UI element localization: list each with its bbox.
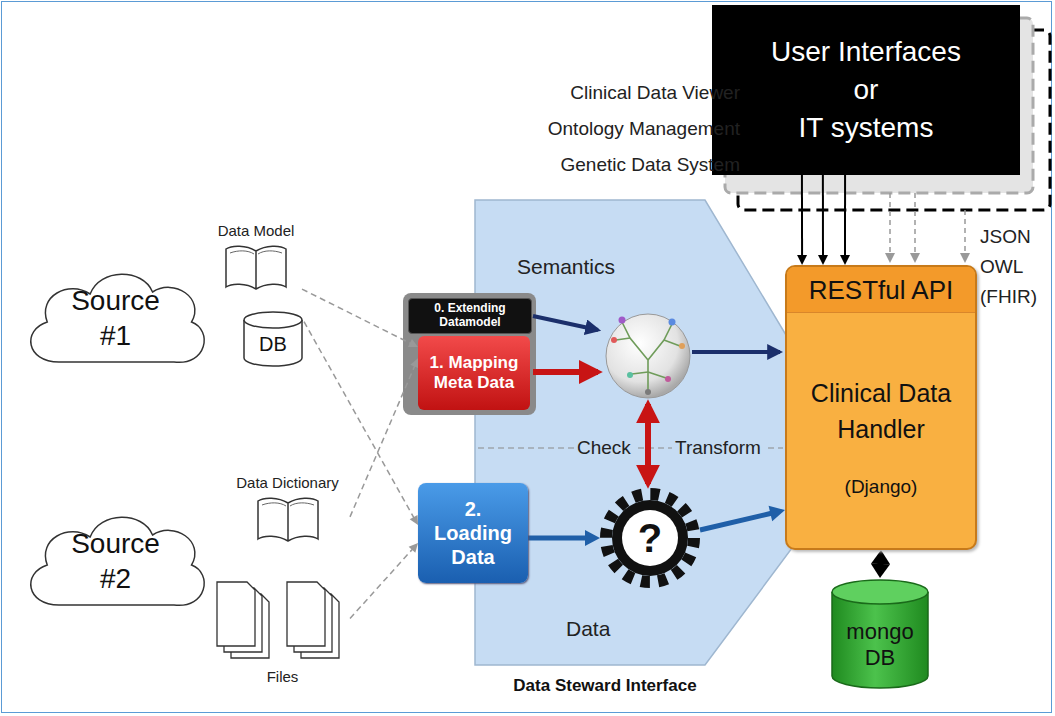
connector bbox=[304, 322, 418, 525]
connector-line bbox=[302, 289, 411, 343]
process-box: 2. Loading Data bbox=[418, 483, 528, 583]
text-label: Genetic Data System bbox=[560, 154, 740, 176]
node-text: or bbox=[854, 71, 879, 109]
node-text: Source #2 bbox=[66, 526, 166, 596]
system-box: User InterfacesorIT systems bbox=[712, 5, 1020, 175]
node-text: (Django) bbox=[787, 476, 975, 498]
arrow-head bbox=[410, 515, 418, 525]
connector-line bbox=[801, 175, 803, 256]
node-text: Clinical Data Handler bbox=[795, 375, 967, 448]
text-label: OWL bbox=[980, 256, 1023, 278]
node-text: Source #1 bbox=[66, 283, 166, 353]
node-text: User Interfaces bbox=[771, 33, 961, 71]
connector bbox=[350, 543, 418, 619]
connector-line bbox=[877, 563, 883, 565]
arrow-head bbox=[409, 543, 418, 553]
node-text: ? bbox=[638, 516, 662, 561]
node-shape bbox=[215, 580, 350, 664]
node-text: mongo DB bbox=[840, 619, 920, 672]
connector bbox=[302, 289, 418, 347]
node-shape bbox=[18, 262, 213, 374]
node-text: 0. Extending Datamodel bbox=[413, 302, 527, 330]
file-stack: Files bbox=[215, 580, 350, 690]
arrow-head bbox=[840, 255, 850, 265]
document-book: Data Dictionary bbox=[225, 474, 350, 552]
connector bbox=[840, 175, 850, 265]
connector-line bbox=[844, 175, 846, 256]
connector-line bbox=[350, 366, 415, 517]
connector-line bbox=[528, 536, 586, 541]
connector bbox=[350, 358, 419, 517]
text-label: JSON bbox=[980, 226, 1031, 248]
node-text: Data Steward Interface bbox=[470, 676, 740, 696]
connector-line bbox=[700, 513, 771, 530]
cloud-source: Source #2 bbox=[18, 505, 213, 617]
connector-line bbox=[304, 322, 414, 518]
node-text: 2. Loading Data bbox=[426, 497, 520, 569]
arrow-head bbox=[818, 255, 828, 265]
text-label: (FHIR) bbox=[980, 286, 1037, 308]
node-shape bbox=[256, 495, 320, 543]
node-text: RESTful API bbox=[787, 267, 975, 313]
text-label: Semantics bbox=[517, 255, 615, 279]
connector bbox=[528, 530, 600, 546]
text-label: Clinical Data Viewer bbox=[570, 82, 740, 104]
connector-line bbox=[822, 175, 824, 256]
connector bbox=[797, 175, 807, 265]
cloud-source: Source #1 bbox=[18, 262, 213, 374]
connector-line bbox=[350, 549, 413, 619]
text-label: Ontology Management bbox=[548, 118, 740, 140]
text-label: Transform bbox=[672, 437, 764, 459]
handler-box: RESTful API Clinical Data Handler (Django) bbox=[785, 265, 977, 550]
node-text: DB bbox=[259, 333, 287, 356]
arrow-head bbox=[797, 255, 807, 265]
node-shape bbox=[224, 243, 288, 291]
node-text: 1. Mapping Meta Data bbox=[428, 353, 520, 394]
database-cylinder: DB bbox=[242, 310, 304, 368]
arrow-head bbox=[871, 564, 890, 578]
process-box: 0. Extending Datamodel bbox=[408, 298, 532, 334]
transform-gear: ? bbox=[600, 488, 700, 588]
connector bbox=[871, 550, 890, 578]
arrow-head bbox=[585, 530, 600, 546]
arrow-head bbox=[410, 358, 418, 368]
node-text: Files bbox=[215, 668, 350, 685]
text-label: Check bbox=[574, 437, 634, 459]
process-box: 1. Mapping Meta Data bbox=[418, 336, 530, 410]
arrow-head bbox=[408, 339, 418, 347]
arrow-head bbox=[871, 550, 890, 564]
connector bbox=[818, 175, 828, 265]
database-cylinder: mongo DB bbox=[830, 578, 930, 690]
arrow-head bbox=[769, 506, 785, 522]
document-book: Data Model bbox=[210, 222, 302, 308]
node-text: Data Dictionary bbox=[225, 474, 350, 491]
node-text: Data Model bbox=[210, 222, 302, 239]
node-shape bbox=[18, 505, 213, 617]
node-text: IT systems bbox=[799, 109, 934, 147]
connector bbox=[700, 506, 785, 530]
text-label: Data bbox=[566, 617, 610, 641]
